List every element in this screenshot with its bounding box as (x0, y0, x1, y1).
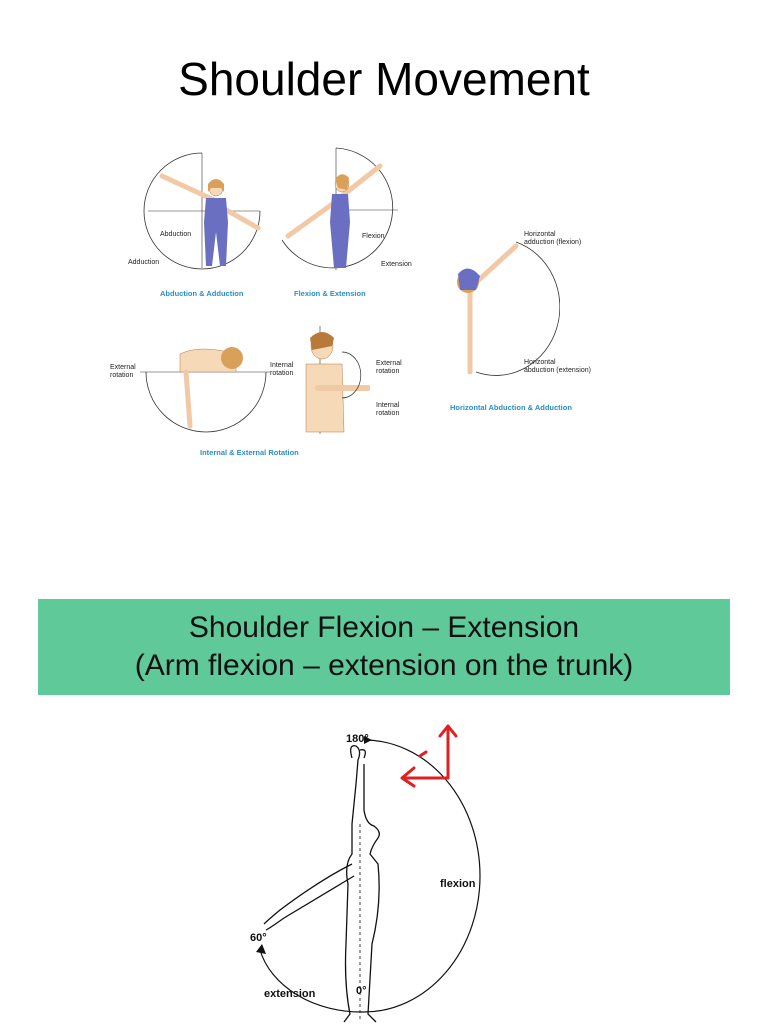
angle-0-label: 0° (356, 985, 367, 997)
horizontal-adduction-label: Horizontal adduction (flexion) (524, 231, 582, 246)
page-title: Shoulder Movement (178, 53, 590, 105)
external-rotation-left-label: External rotation (110, 364, 136, 379)
arc-arrowhead-bottom (256, 944, 266, 954)
flexion-arc-label: flexion (440, 878, 476, 890)
extension-arc-label: extension (264, 988, 316, 1000)
banner-line-1: Shoulder Flexion – Extension (188, 611, 580, 644)
abduction-adduction-figure (143, 152, 261, 270)
angle-180-label: 180° (346, 733, 369, 745)
internal-rotation-left-label: Internal rotation (270, 362, 294, 377)
banner-line-2: (Arm flexion – extension on the trunk) (134, 649, 634, 682)
extension-label: Extension (381, 261, 412, 268)
angle-60-label: 60° (250, 932, 267, 944)
flexion-label: Flexion (362, 233, 385, 240)
horizontal-caption: Horizontal Abduction & Adduction (450, 403, 572, 412)
rotation-caption: Internal & External Rotation (200, 448, 299, 457)
rotation-side-view-figure (305, 326, 370, 434)
adduction-label: Adduction (128, 259, 160, 266)
abduction-adduction-caption: Abduction & Adduction (160, 289, 244, 298)
section-banner: Shoulder Flexion – Extension (Arm flexio… (38, 599, 730, 695)
external-rotation-right-label: External rotation (376, 360, 402, 375)
flexion-extension-figure (281, 147, 398, 270)
arc-arrowhead-top (364, 736, 372, 744)
flexion-extension-caption: Flexion & Extension (294, 289, 366, 298)
abduction-label: Abduction (160, 231, 192, 238)
rotation-top-view-figure (140, 347, 270, 433)
horizontal-abduction-figure (457, 241, 560, 376)
internal-rotation-right-label: Internal rotation (376, 402, 400, 417)
horizontal-abduction-label: Horizontal abduction (extension) (524, 359, 591, 374)
flexion-extension-line-drawing (256, 736, 481, 1023)
red-direction-arrows (400, 724, 458, 788)
